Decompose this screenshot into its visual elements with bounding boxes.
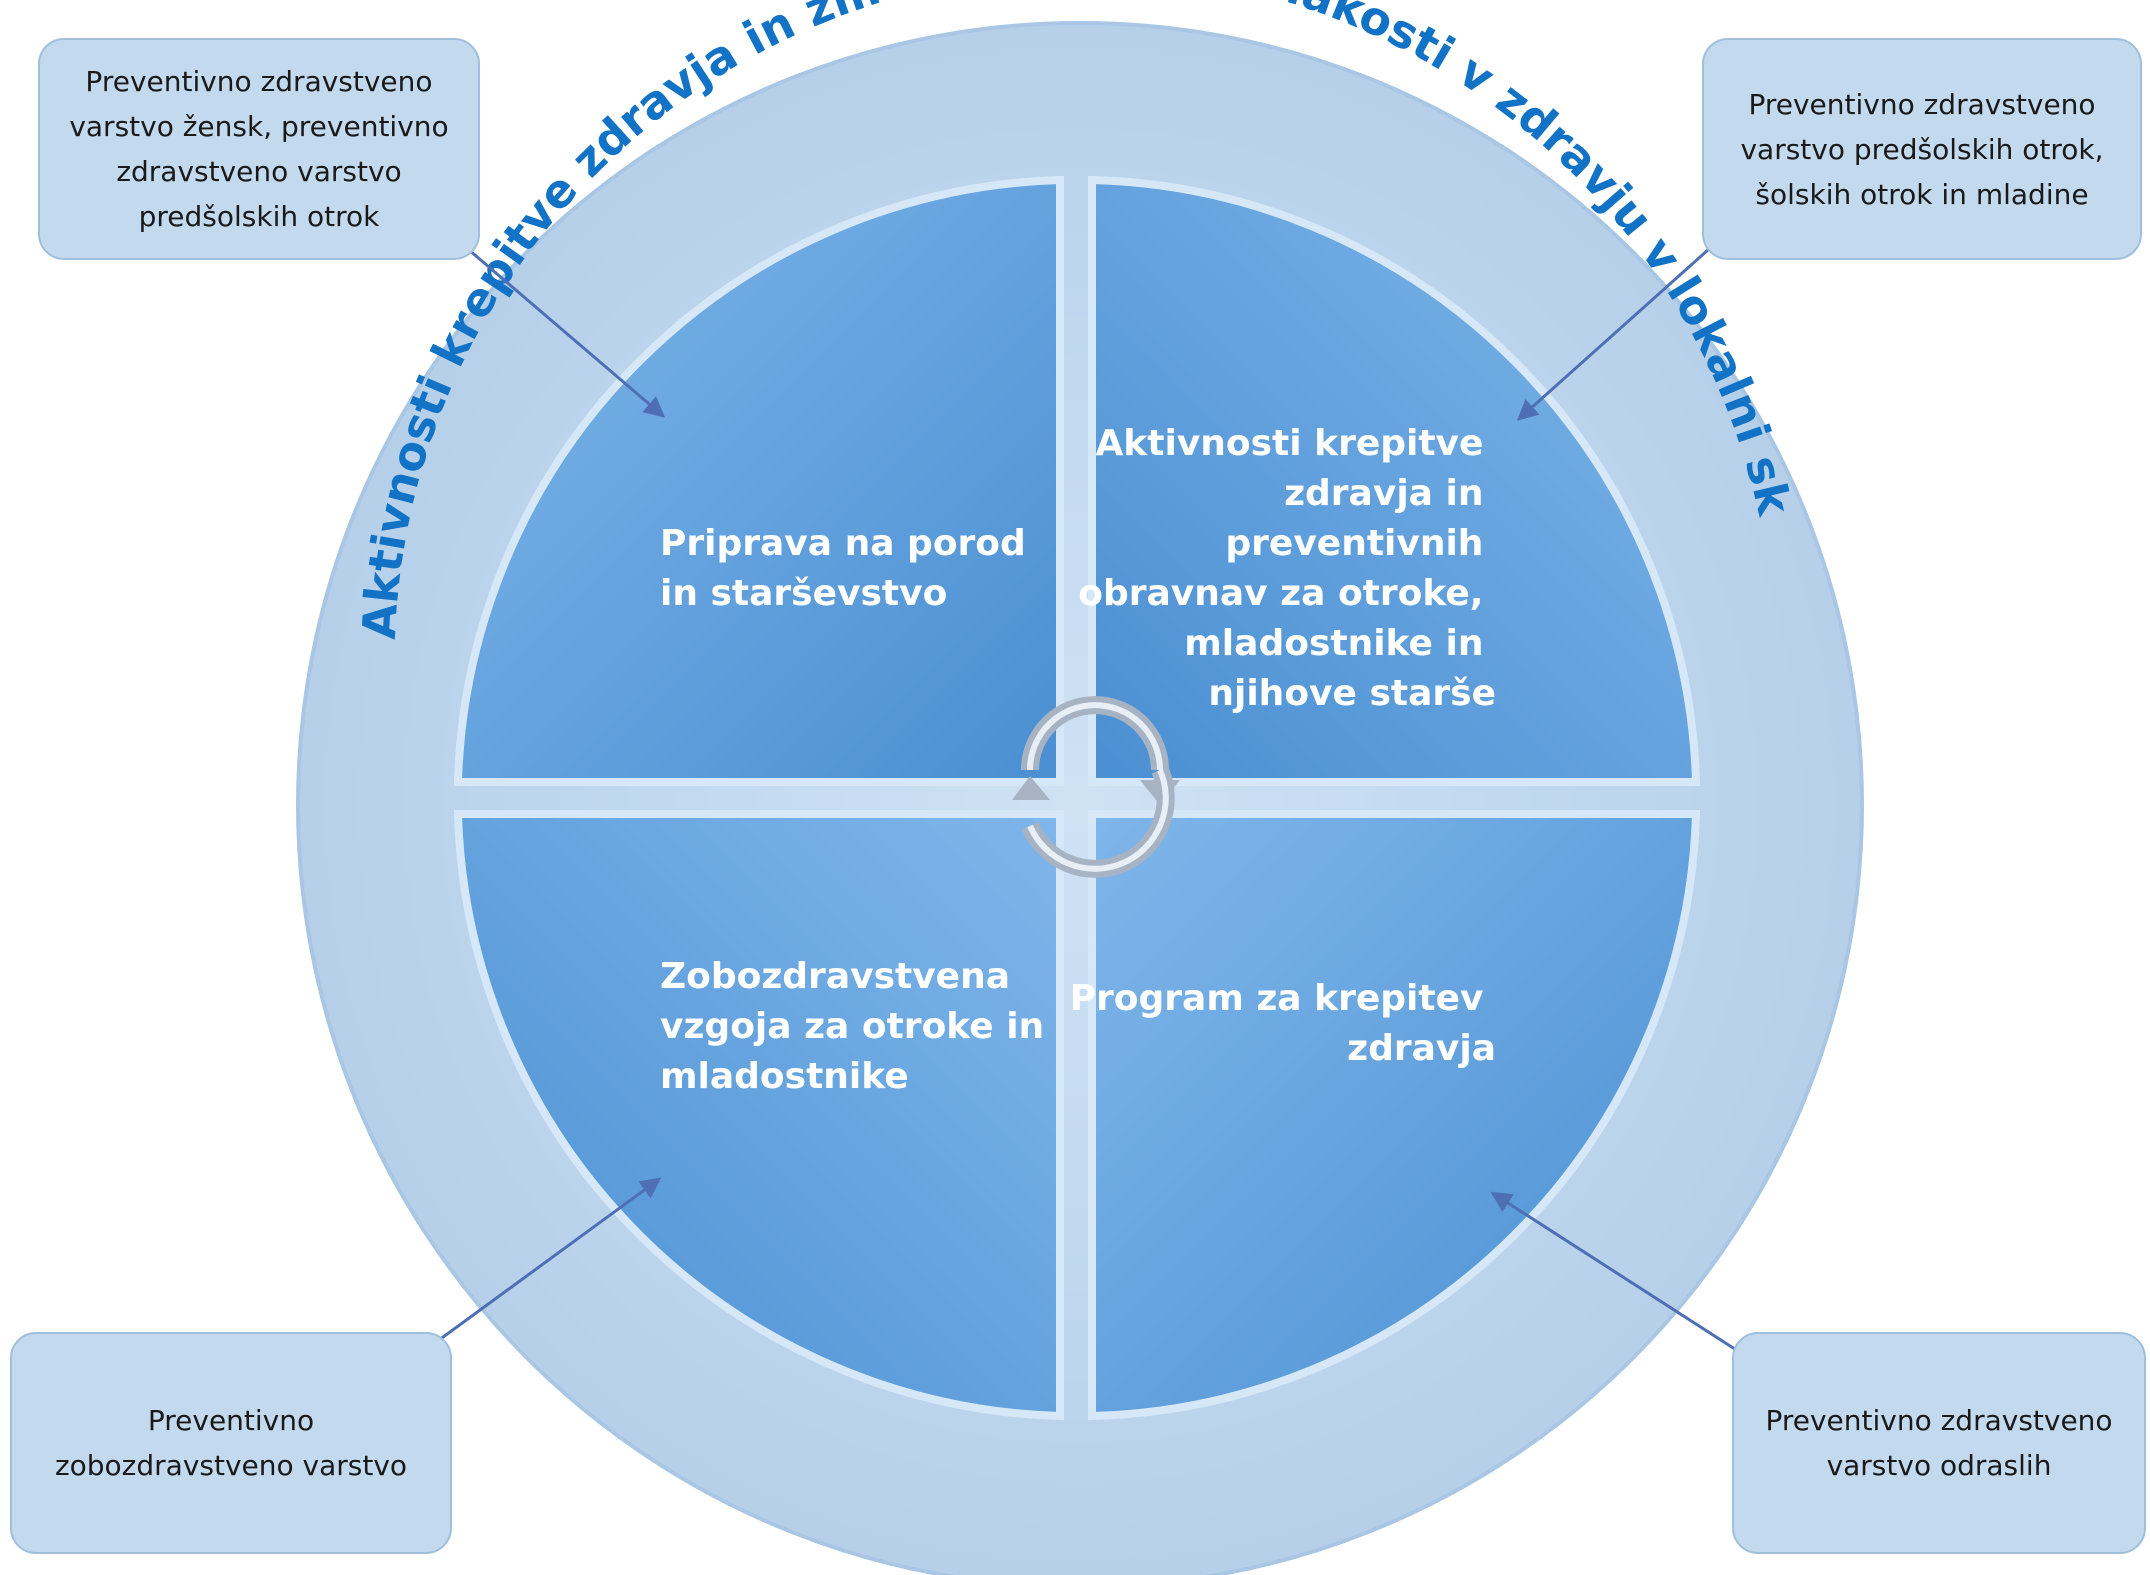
side-box-top-right-text: Preventivno zdravstveno varstvo predšols… — [1740, 82, 2103, 217]
side-box-top-left: Preventivno zdravstveno varstvo žensk, p… — [38, 38, 480, 260]
side-box-top-left-text: Preventivno zdravstveno varstvo žensk, p… — [69, 59, 448, 239]
connectors — [394, 229, 1759, 1373]
quadrant-bottom-right-line: Program za krepitev — [1070, 978, 1484, 1019]
side-box-line: varstvo predšolskih otrok, — [1740, 132, 2104, 166]
quadrants — [453, 175, 1701, 1421]
cycle-arrows-icon — [1012, 696, 1180, 878]
side-box-line: Preventivno zdravstveno — [85, 65, 433, 98]
side-box-bottom-right: Preventivno zdravstveno varstvo odraslih — [1732, 1332, 2146, 1554]
side-box-bottom-left-text: Preventivno zobozdravstveno varstvo — [55, 1398, 407, 1488]
quadrant-top-left-label: Priprava na porod in starševstvo — [660, 523, 1038, 614]
side-box-line: varstvo odraslih — [1826, 1449, 2052, 1482]
quadrant-top-right-label: Aktivnosti krepitve zdravja in preventiv… — [1078, 423, 1496, 714]
side-box-bottom-right-text: Preventivno zdravstveno varstvo odraslih — [1765, 1398, 2112, 1488]
quadrant-top-right-line: njihove starše — [1208, 673, 1496, 714]
side-box-top-right: Preventivno zdravstveno varstvo predšols… — [1702, 38, 2142, 260]
side-box-line: šolskih otrok in mladine — [1755, 177, 2089, 211]
side-box-bottom-left: Preventivno zobozdravstveno varstvo — [10, 1332, 452, 1554]
side-box-line: zdravstveno varstvo — [116, 155, 402, 188]
quadrant-bottom-right-label: Program za krepitev zdravja — [1070, 978, 1496, 1069]
side-box-line: predšolskih otrok — [138, 200, 380, 233]
side-box-line: Preventivno — [147, 1404, 315, 1437]
quadrant-bottom-left-label: Zobozdravstvena vzgoja za otroke in mlad… — [660, 956, 1057, 1097]
side-box-line: Preventivno zdravstveno — [1765, 1404, 2113, 1437]
connector-top-right — [1516, 229, 1732, 421]
quadrant-top-right-line: Aktivnosti krepitve — [1095, 423, 1483, 464]
quadrant-bottom-left-line: vzgoja za otroke in — [660, 1006, 1044, 1047]
quadrant-top-right-line: obravnav za otroke, — [1078, 573, 1483, 614]
quadrant-bottom-right-line: zdravja — [1347, 1028, 1496, 1069]
quadrant-bottom-left-line: Zobozdravstvena — [660, 956, 1010, 997]
quadrant-top-right-line: preventivnih — [1225, 523, 1483, 564]
quadrant-top-left-line: Priprava na porod — [660, 523, 1026, 564]
connector-bottom-right — [1490, 1191, 1759, 1365]
quadrant-top-right-line: mladostnike in — [1184, 623, 1483, 664]
quadrant-top-right-line: zdravja in — [1284, 473, 1483, 514]
quadrant-bottom-left-line: mladostnike — [660, 1056, 909, 1097]
quadrant-top-left-line: in starševstvo — [660, 573, 947, 614]
side-box-line: Preventivno zdravstveno — [1748, 87, 2096, 121]
side-box-line: varstvo žensk, preventivno — [69, 110, 449, 143]
side-box-line: zobozdravstveno varstvo — [54, 1449, 408, 1482]
connector-top-left — [444, 229, 666, 418]
